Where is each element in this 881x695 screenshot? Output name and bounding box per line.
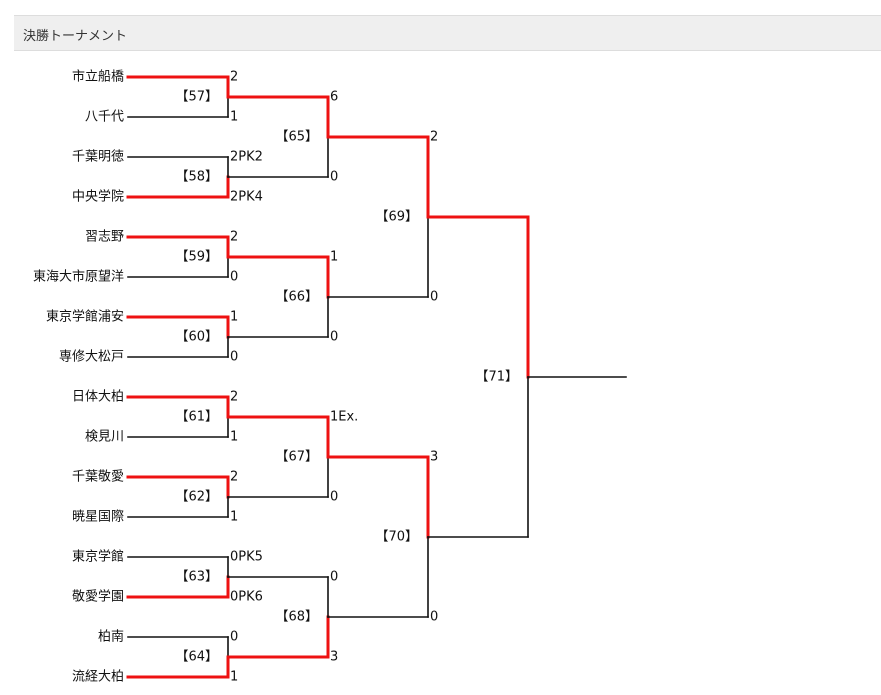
match-id-1-3: 【59】 xyxy=(175,250,218,265)
team-name-16: 流経大柏 xyxy=(72,670,124,685)
score-2-3-b: 0 xyxy=(330,490,338,505)
score-2-3-a: 1Ex. xyxy=(330,410,358,425)
match-id-3-1: 【69】 xyxy=(375,210,418,225)
score-1-4-b: 0 xyxy=(230,350,238,365)
team-name-13: 東京学館 xyxy=(72,549,124,565)
score-3-2-b: 0 xyxy=(430,610,438,625)
team-name-8: 専修大松戸 xyxy=(59,350,124,365)
match-id-3-2: 【70】 xyxy=(375,530,418,545)
score-3-1-a: 2 xyxy=(430,130,438,145)
team-name-2: 八千代 xyxy=(85,110,124,125)
team-name-7: 東京学館浦安 xyxy=(46,309,124,325)
match-id-1-8: 【64】 xyxy=(175,650,218,665)
team-name-9: 日体大柏 xyxy=(72,390,124,405)
score-2-2-a: 1 xyxy=(330,250,338,265)
score-1-5-a: 2 xyxy=(230,390,238,405)
match-id-1-1: 【57】 xyxy=(175,90,218,105)
score-1-7-b: 0PK6 xyxy=(230,590,263,605)
team-name-6: 東海大市原望洋 xyxy=(33,269,124,285)
team-name-10: 検見川 xyxy=(85,430,124,445)
score-1-6-b: 1 xyxy=(230,510,238,525)
score-1-3-b: 0 xyxy=(230,270,238,285)
score-1-8-a: 0 xyxy=(230,630,238,645)
score-2-2-b: 0 xyxy=(330,330,338,345)
match-id-1-7: 【63】 xyxy=(175,570,218,585)
team-name-1: 市立船橋 xyxy=(72,69,124,85)
score-3-2-a: 3 xyxy=(430,450,438,465)
section-title: 決勝トーナメント xyxy=(23,29,128,44)
team-name-12: 暁星国際 xyxy=(72,510,124,525)
score-1-1-b: 1 xyxy=(230,110,238,125)
match-id-1-2: 【58】 xyxy=(175,170,218,185)
team-name-5: 習志野 xyxy=(85,230,124,245)
match-id-4-1: 【71】 xyxy=(475,370,518,385)
score-1-1-a: 2 xyxy=(230,70,238,85)
score-2-1-b: 0 xyxy=(330,170,338,185)
match-id-2-4: 【68】 xyxy=(275,610,318,625)
match-id-2-1: 【65】 xyxy=(275,130,318,145)
match-id-2-2: 【66】 xyxy=(275,290,318,305)
score-1-7-a: 0PK5 xyxy=(230,550,263,565)
score-2-4-b: 3 xyxy=(330,650,338,665)
score-2-4-a: 0 xyxy=(330,570,338,585)
score-3-1-b: 0 xyxy=(430,290,438,305)
score-1-4-a: 1 xyxy=(230,310,238,325)
score-1-2-b: 2PK4 xyxy=(230,190,263,205)
score-1-8-b: 1 xyxy=(230,670,238,685)
team-name-14: 敬愛学園 xyxy=(72,589,124,605)
section-header: 決勝トーナメント xyxy=(14,15,881,51)
team-name-15: 柏南 xyxy=(98,629,124,645)
match-id-1-4: 【60】 xyxy=(175,330,218,345)
score-1-6-a: 2 xyxy=(230,470,238,485)
match-id-1-6: 【62】 xyxy=(175,490,218,505)
team-name-11: 千葉敬愛 xyxy=(72,469,124,485)
score-1-2-a: 2PK2 xyxy=(230,150,263,165)
score-2-1-a: 6 xyxy=(330,90,338,105)
team-name-4: 中央学院 xyxy=(72,189,124,205)
match-id-1-5: 【61】 xyxy=(175,410,218,425)
score-1-3-a: 2 xyxy=(230,230,238,245)
match-id-2-3: 【67】 xyxy=(275,450,318,465)
score-1-5-b: 1 xyxy=(230,430,238,445)
team-name-3: 千葉明徳 xyxy=(72,150,124,165)
